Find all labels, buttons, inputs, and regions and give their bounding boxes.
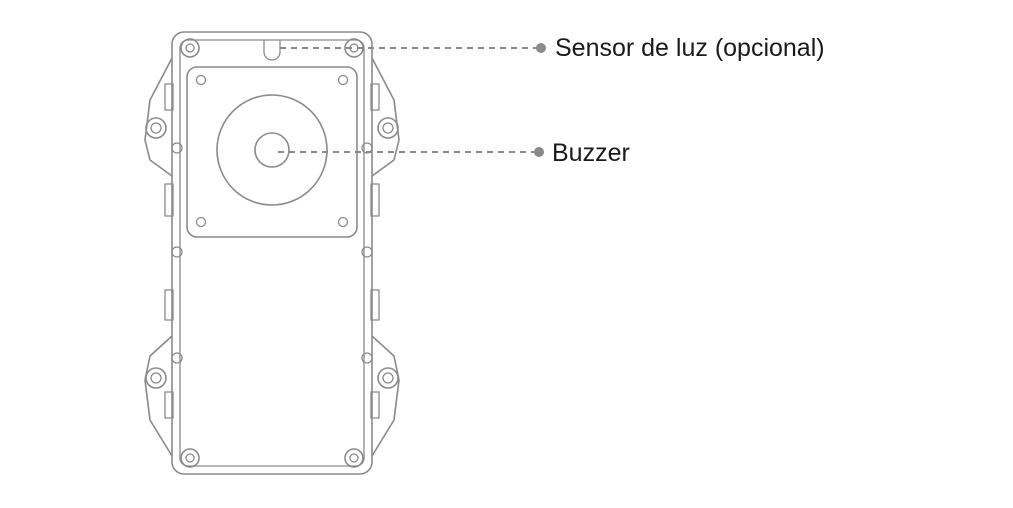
enclosure-inner-rim: [179, 39, 365, 467]
light-sensor-window: [263, 40, 281, 61]
left-lower-flange: [144, 335, 173, 457]
right-clip-tabs: [370, 83, 380, 419]
buzzer-panel: [186, 66, 358, 238]
corner-screws: [180, 38, 364, 468]
side-pegs: [171, 142, 373, 364]
flange-mounting-holes: [145, 117, 399, 389]
buzzer: [216, 94, 328, 206]
light-sensor-leader-dot: [536, 43, 546, 53]
buzzer-label: Buzzer: [552, 139, 630, 167]
light-sensor-label: Sensor de luz (opcional): [555, 34, 825, 62]
callout-light-sensor: Sensor de luz (opcional): [280, 34, 825, 62]
left-clip-tabs: [164, 83, 174, 419]
buzzer-leader-dot: [534, 147, 544, 157]
right-lower-flange: [371, 335, 400, 457]
enclosure: [144, 31, 400, 475]
enclosure-outer-body: [171, 31, 373, 475]
left-upper-flange: [144, 57, 173, 177]
callout-buzzer: Buzzer: [278, 139, 630, 167]
right-upper-flange: [371, 57, 400, 177]
